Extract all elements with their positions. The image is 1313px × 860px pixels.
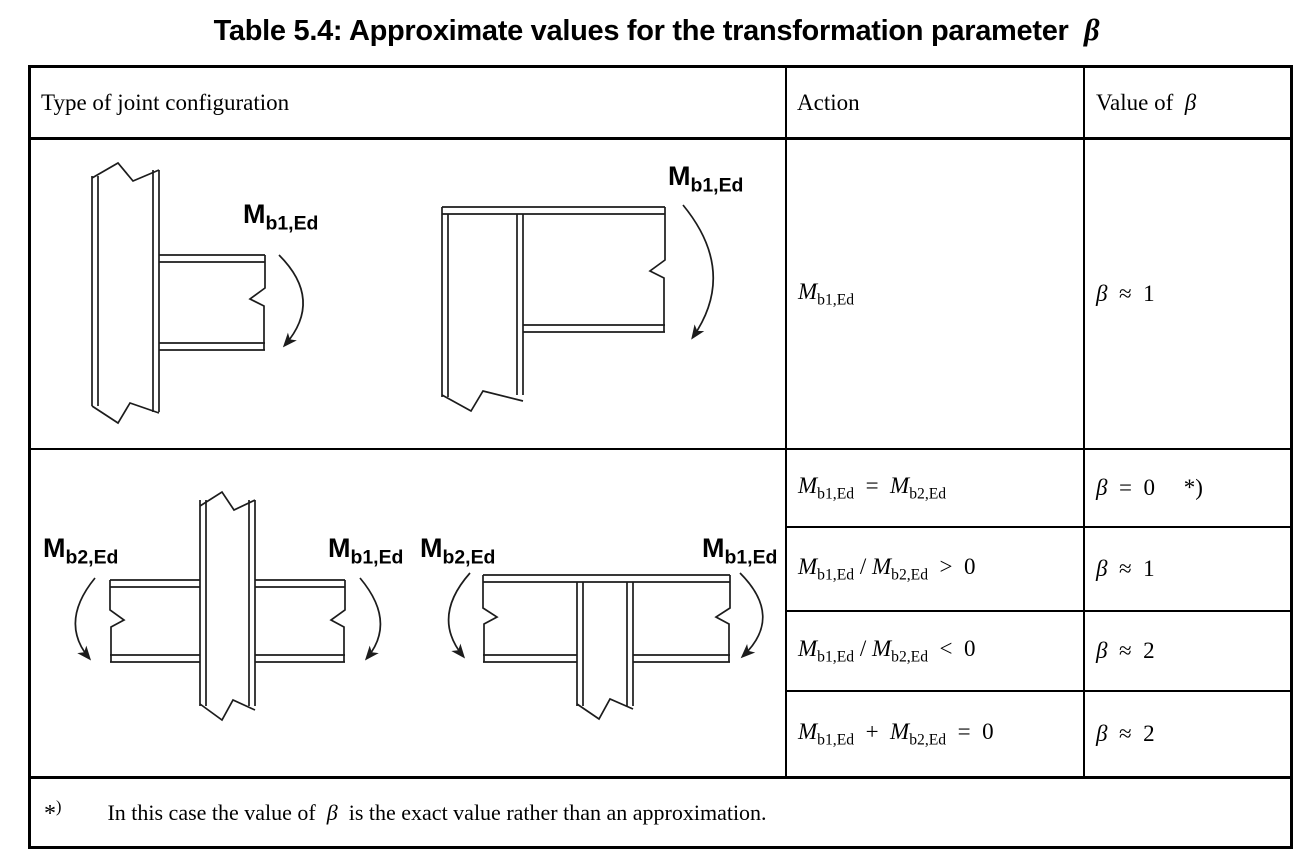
header-joint-configuration: Type of joint configuration xyxy=(31,68,787,140)
single-sided-joint-diagrams xyxy=(91,161,715,425)
column-bottom-break-icon xyxy=(199,698,256,722)
table-title: Table 5.4: Approximate values for the tr… xyxy=(213,13,1100,47)
beam-end-break-icon xyxy=(482,575,499,662)
moment-label-mb1: Mb1,Ed xyxy=(668,161,744,197)
beam-flange-lines xyxy=(110,579,345,663)
column-bottom-break-icon xyxy=(576,697,634,721)
beam-end-break-icon xyxy=(248,255,266,350)
header-value-of-beta-label: Value of β xyxy=(1096,89,1197,115)
moment-label-mb1: Mb1,Ed xyxy=(243,199,319,235)
value-cell-single-sided: β ≈ 1 xyxy=(1085,140,1290,450)
beta-value: β = 0 *) xyxy=(1096,475,1203,500)
beam-flange-lines xyxy=(442,206,665,333)
moment-arrow xyxy=(74,577,96,661)
beta-parameter-table: Type of joint configuration Action Value… xyxy=(28,65,1293,849)
beta-value: β ≈ 2 xyxy=(1096,638,1155,663)
header-value-of-beta: Value of β xyxy=(1085,68,1290,140)
header-action: Action xyxy=(787,68,1085,140)
column-flange-lines xyxy=(441,207,524,397)
joint-config-double-sided-cell: Mb2,Ed Mb1,Ed Mb2,Ed Mb1,Ed xyxy=(31,450,787,779)
joint-config-single-sided-cell: Mb1,Ed Mb1,Ed xyxy=(31,140,787,450)
action-cell-equal-moments: Mb1,Ed = Mb2,Ed xyxy=(787,450,1085,528)
moment-arrow xyxy=(447,572,471,659)
action-formula: Mb1,Ed / Mb2,Ed < 0 xyxy=(798,635,976,666)
column-top-break-icon xyxy=(91,161,160,183)
column-bottom-break-icon xyxy=(91,401,160,425)
double-sided-joint-diagrams xyxy=(74,490,764,722)
beam-end-break-icon xyxy=(109,580,126,662)
value-cell-beta-zero: β = 0 *) xyxy=(1085,450,1290,528)
action-cell-ratio-positive: Mb1,Ed / Mb2,Ed > 0 xyxy=(787,528,1085,612)
header-action-label: Action xyxy=(797,89,860,115)
moment-arrow xyxy=(278,254,304,348)
action-cell-ratio-negative: Mb1,Ed / Mb2,Ed < 0 xyxy=(787,612,1085,692)
beam-end-break-icon xyxy=(648,207,666,332)
header-joint-configuration-label: Type of joint configuration xyxy=(41,89,290,115)
moment-arrow xyxy=(682,204,715,340)
action-cell-single-sided: Mb1,Ed xyxy=(787,140,1085,450)
action-cell-sum-zero: Mb1,Ed + Mb2,Ed = 0 xyxy=(787,692,1085,779)
moment-label-mb1: Mb1,Ed xyxy=(328,533,404,569)
footnote-row: *) In this case the value of β is the ex… xyxy=(31,779,1290,846)
moment-arrow xyxy=(739,572,764,659)
column-top-break-icon xyxy=(199,490,256,512)
beam-flange-lines xyxy=(483,574,730,663)
column-flange-lines xyxy=(576,582,634,706)
column-flange-lines xyxy=(199,500,256,706)
beam-end-break-icon xyxy=(714,575,731,662)
moment-label-mb1: Mb1,Ed xyxy=(702,533,778,569)
value-cell-beta-one: β ≈ 1 xyxy=(1085,528,1290,612)
beta-value: β ≈ 2 xyxy=(1096,721,1155,746)
footnote-text: In this case the value of β is the exact… xyxy=(107,799,767,825)
column-flange-lines xyxy=(91,170,160,412)
value-cell-beta-two-sum: β ≈ 2 xyxy=(1085,692,1290,779)
moment-label-mb2: Mb2,Ed xyxy=(420,533,496,569)
column-bottom-break-icon xyxy=(441,390,524,413)
action-formula: Mb1,Ed = Mb2,Ed xyxy=(798,472,947,503)
action-formula: Mb1,Ed + Mb2,Ed = 0 xyxy=(798,718,994,749)
moment-arrow xyxy=(359,577,382,661)
beam-flange-lines xyxy=(159,254,265,351)
moment-label-mb2: Mb2,Ed xyxy=(43,533,119,569)
footnote-marker: *) xyxy=(44,797,62,827)
beta-value: β ≈ 1 xyxy=(1096,281,1155,306)
action-formula: Mb1,Ed / Mb2,Ed > 0 xyxy=(798,553,976,584)
beta-value: β ≈ 1 xyxy=(1096,556,1155,581)
action-formula: Mb1,Ed xyxy=(798,278,855,309)
beam-end-break-icon xyxy=(329,580,346,662)
value-cell-beta-two: β ≈ 2 xyxy=(1085,612,1290,692)
